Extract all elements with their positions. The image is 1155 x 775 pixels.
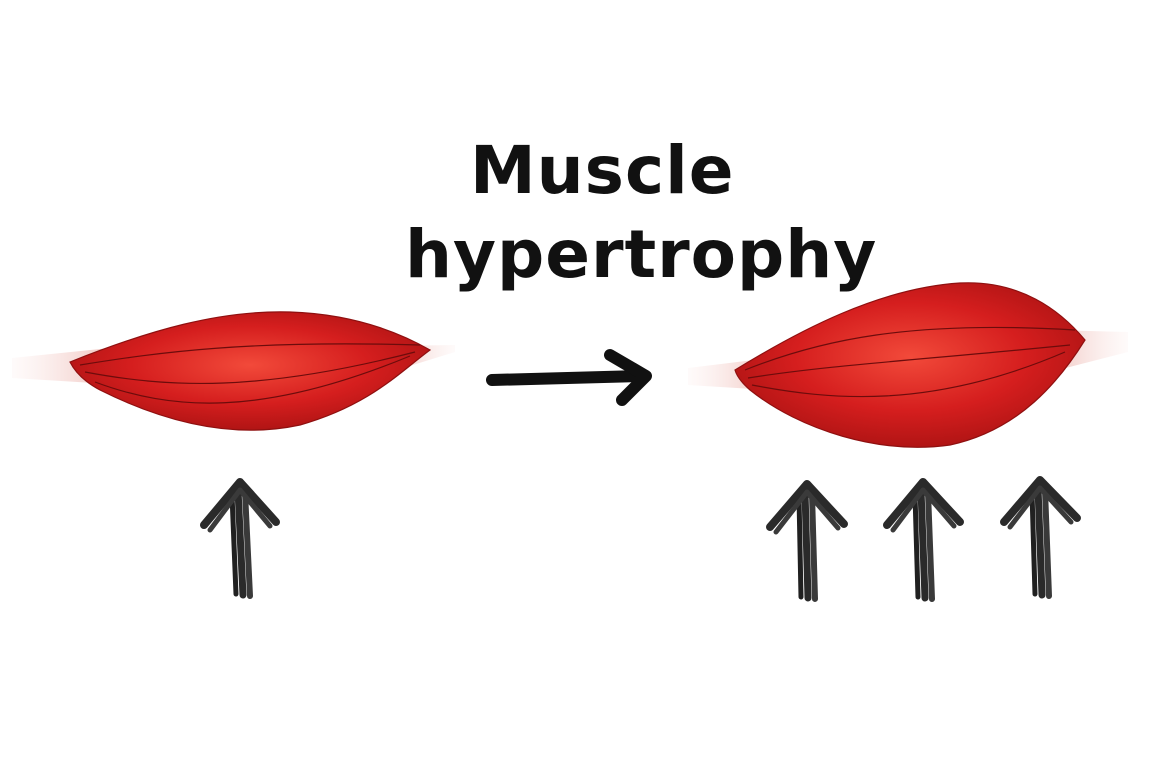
up-arrow-icon — [1000, 476, 1081, 599]
enlarged-muscle — [688, 282, 1128, 448]
muscle-fiber-line — [79, 343, 421, 366]
right-arrow-icon — [486, 349, 652, 406]
title-line-1: Muscle — [470, 132, 735, 209]
muscle-fiber-line — [751, 351, 1066, 398]
up-arrow-icon — [200, 478, 280, 599]
muscle-fiber-line — [747, 344, 1071, 379]
muscle-belly — [734, 282, 1086, 448]
up-arrow-icon — [766, 480, 848, 602]
muscle-fiber-line — [84, 351, 416, 385]
up-arrow-icon — [883, 478, 964, 602]
muscle-fiber-line — [94, 355, 411, 404]
muscle-belly — [69, 311, 432, 431]
muscle-fiber-line — [744, 326, 1076, 371]
normal-muscle — [12, 311, 455, 431]
title-line-2: hypertrophy — [405, 216, 878, 293]
